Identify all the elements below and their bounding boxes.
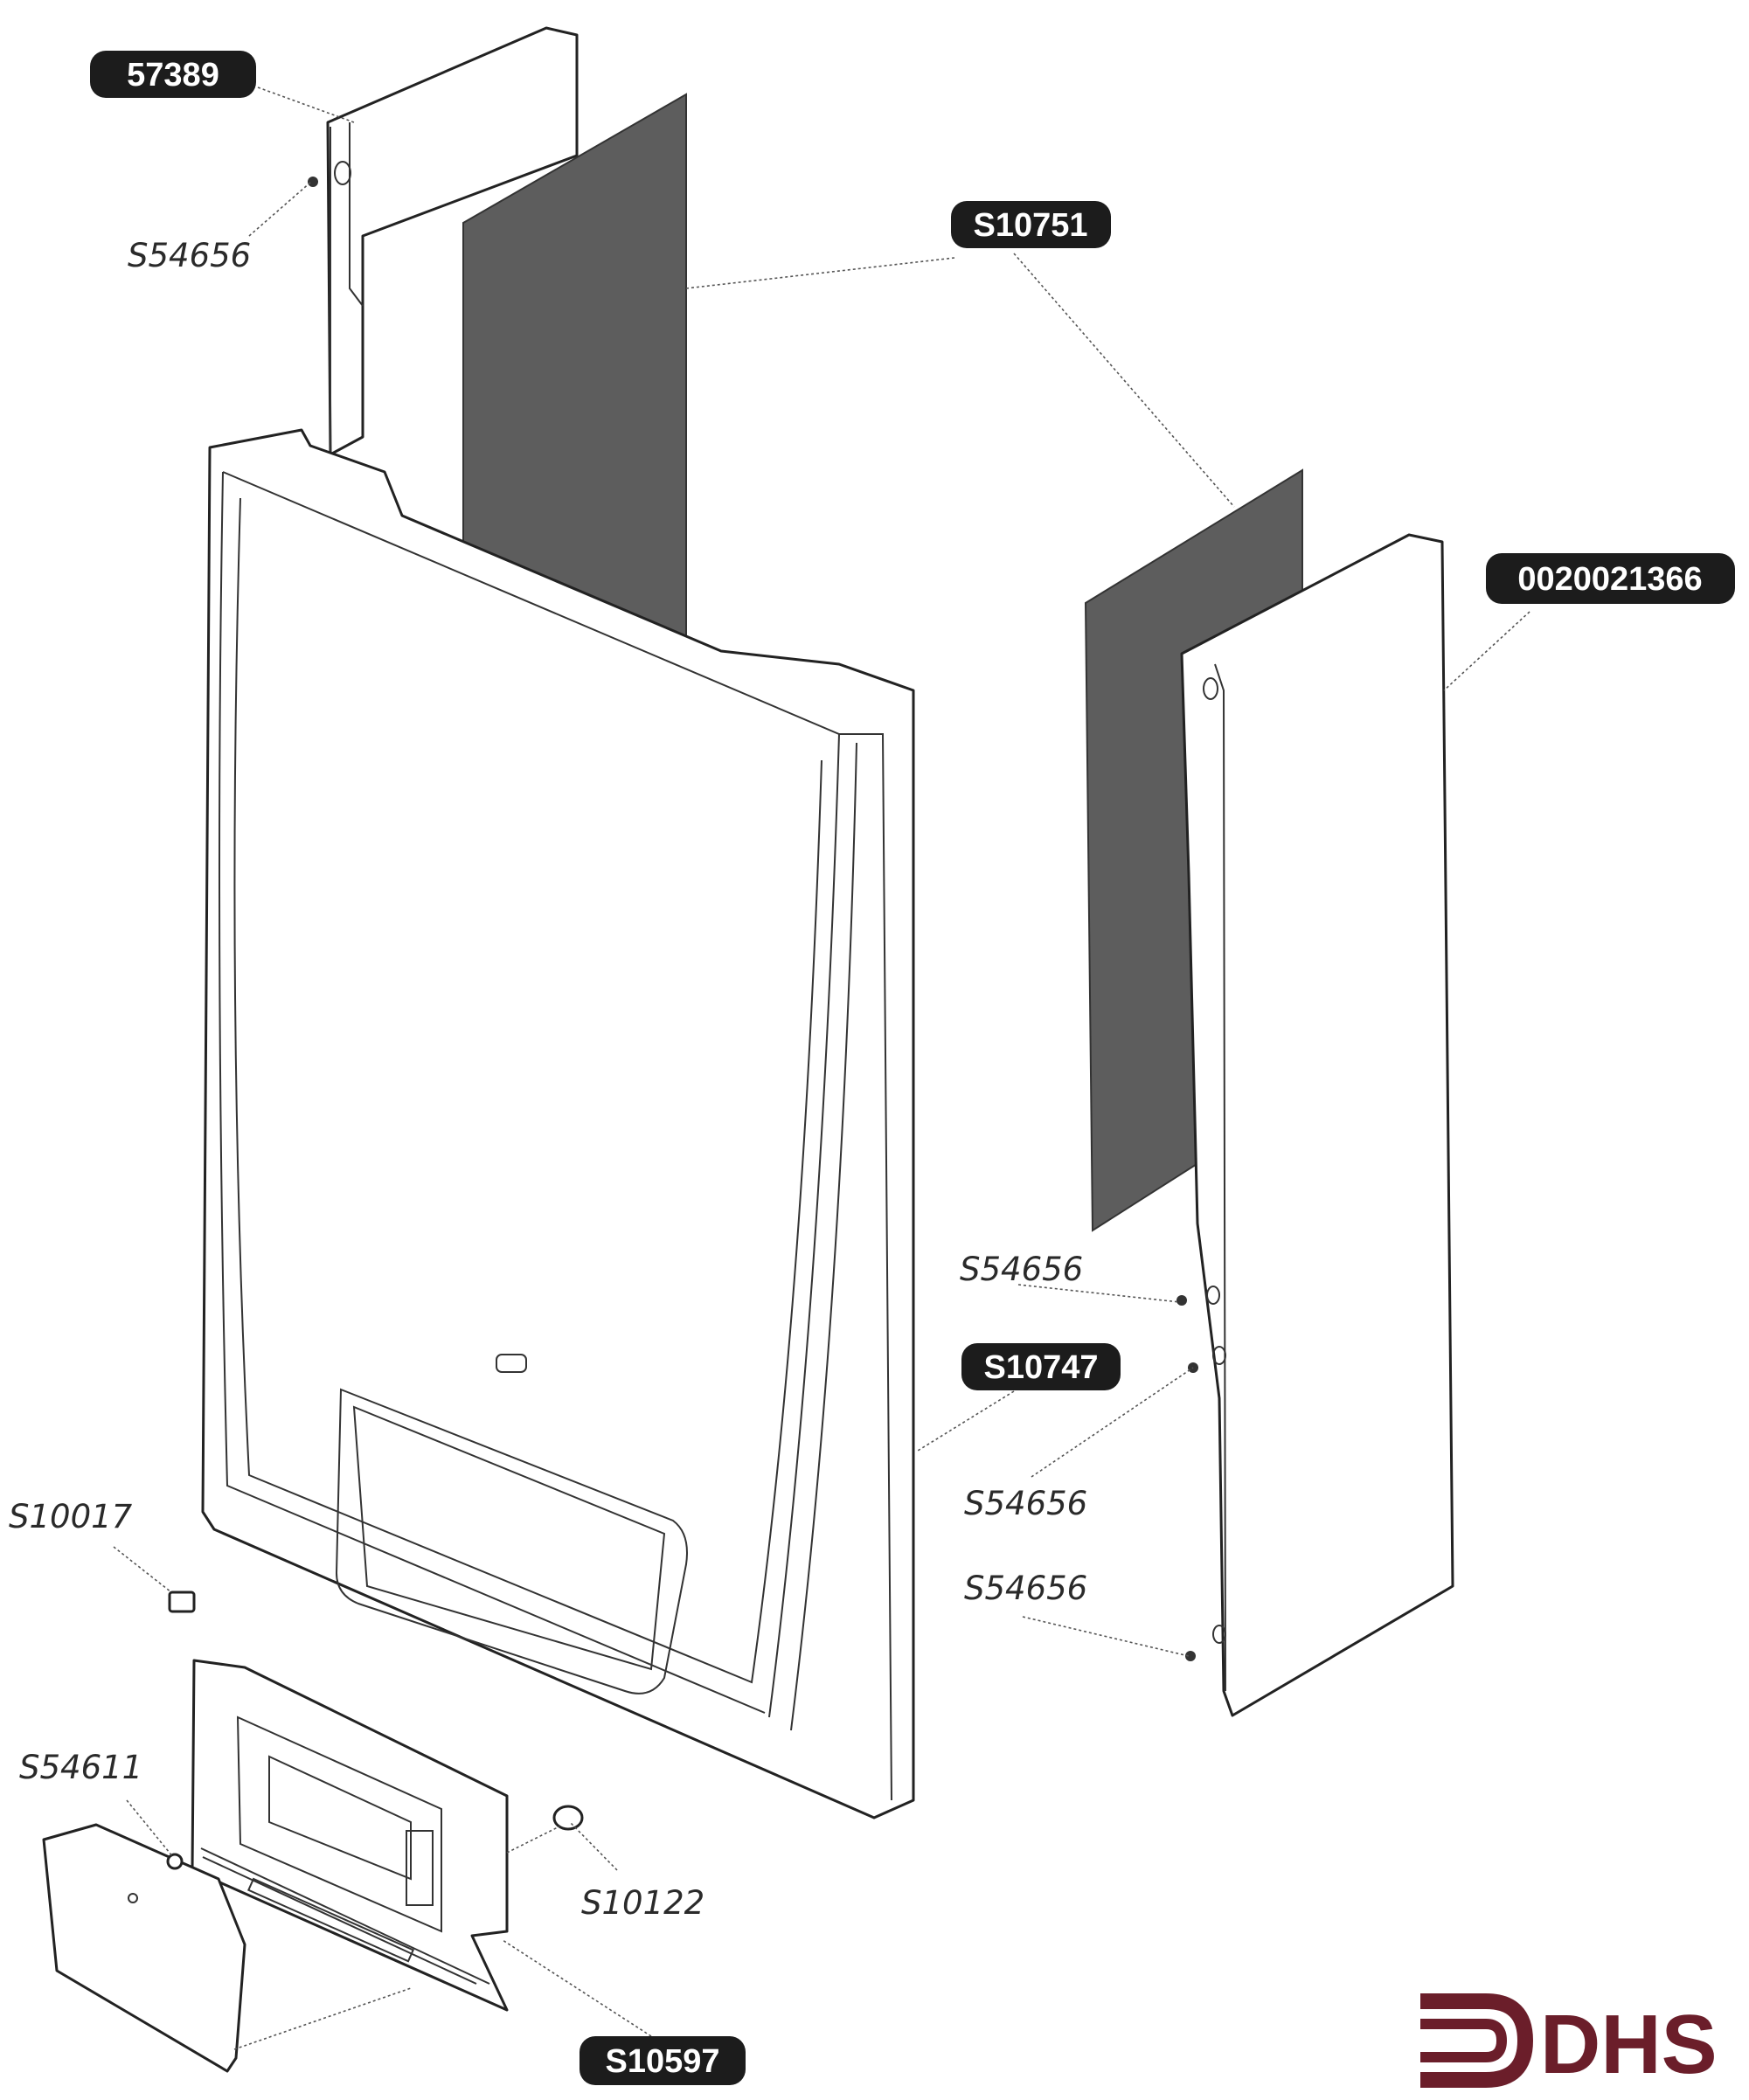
callout-0020021366: 0020021366 <box>1486 553 1735 604</box>
callout-S54656-top: S54656 <box>128 237 251 274</box>
callout-S10017: S10017 <box>9 1498 133 1535</box>
callout-57389: 57389 <box>90 51 256 98</box>
svg-text:57389: 57389 <box>127 57 219 94</box>
flap-door <box>42 1823 246 2073</box>
callout-S10751: S10751 <box>951 201 1111 248</box>
svg-text:0020021366: 0020021366 <box>1517 561 1702 598</box>
callout-S10122: S10122 <box>581 1884 704 1922</box>
front-casing <box>201 428 915 1819</box>
svg-text:S10751: S10751 <box>973 207 1087 244</box>
left-side-bracket <box>326 26 579 456</box>
clip-part <box>166 1853 184 1870</box>
callout-S54656-upper-right: S54656 <box>960 1251 1083 1288</box>
knob-part <box>552 1805 584 1831</box>
svg-text:S10597: S10597 <box>605 2043 719 2080</box>
callout-S54656-mid-right: S54656 <box>964 1485 1087 1522</box>
right-side-panel <box>1180 533 1454 1717</box>
control-fascia <box>191 1659 509 2012</box>
callout-S10597: S10597 <box>580 2036 746 2085</box>
dhs-logo: DHS <box>1420 1993 1718 2091</box>
callout-S54611: S54611 <box>19 1749 142 1786</box>
svg-text:DHS: DHS <box>1540 1998 1718 2091</box>
callout-S10747: S10747 <box>961 1343 1121 1390</box>
callout-S54656-lower-right: S54656 <box>964 1570 1087 1607</box>
switch-part <box>168 1591 196 1613</box>
leader-lines <box>113 87 1530 2050</box>
svg-text:S10747: S10747 <box>983 1349 1098 1386</box>
